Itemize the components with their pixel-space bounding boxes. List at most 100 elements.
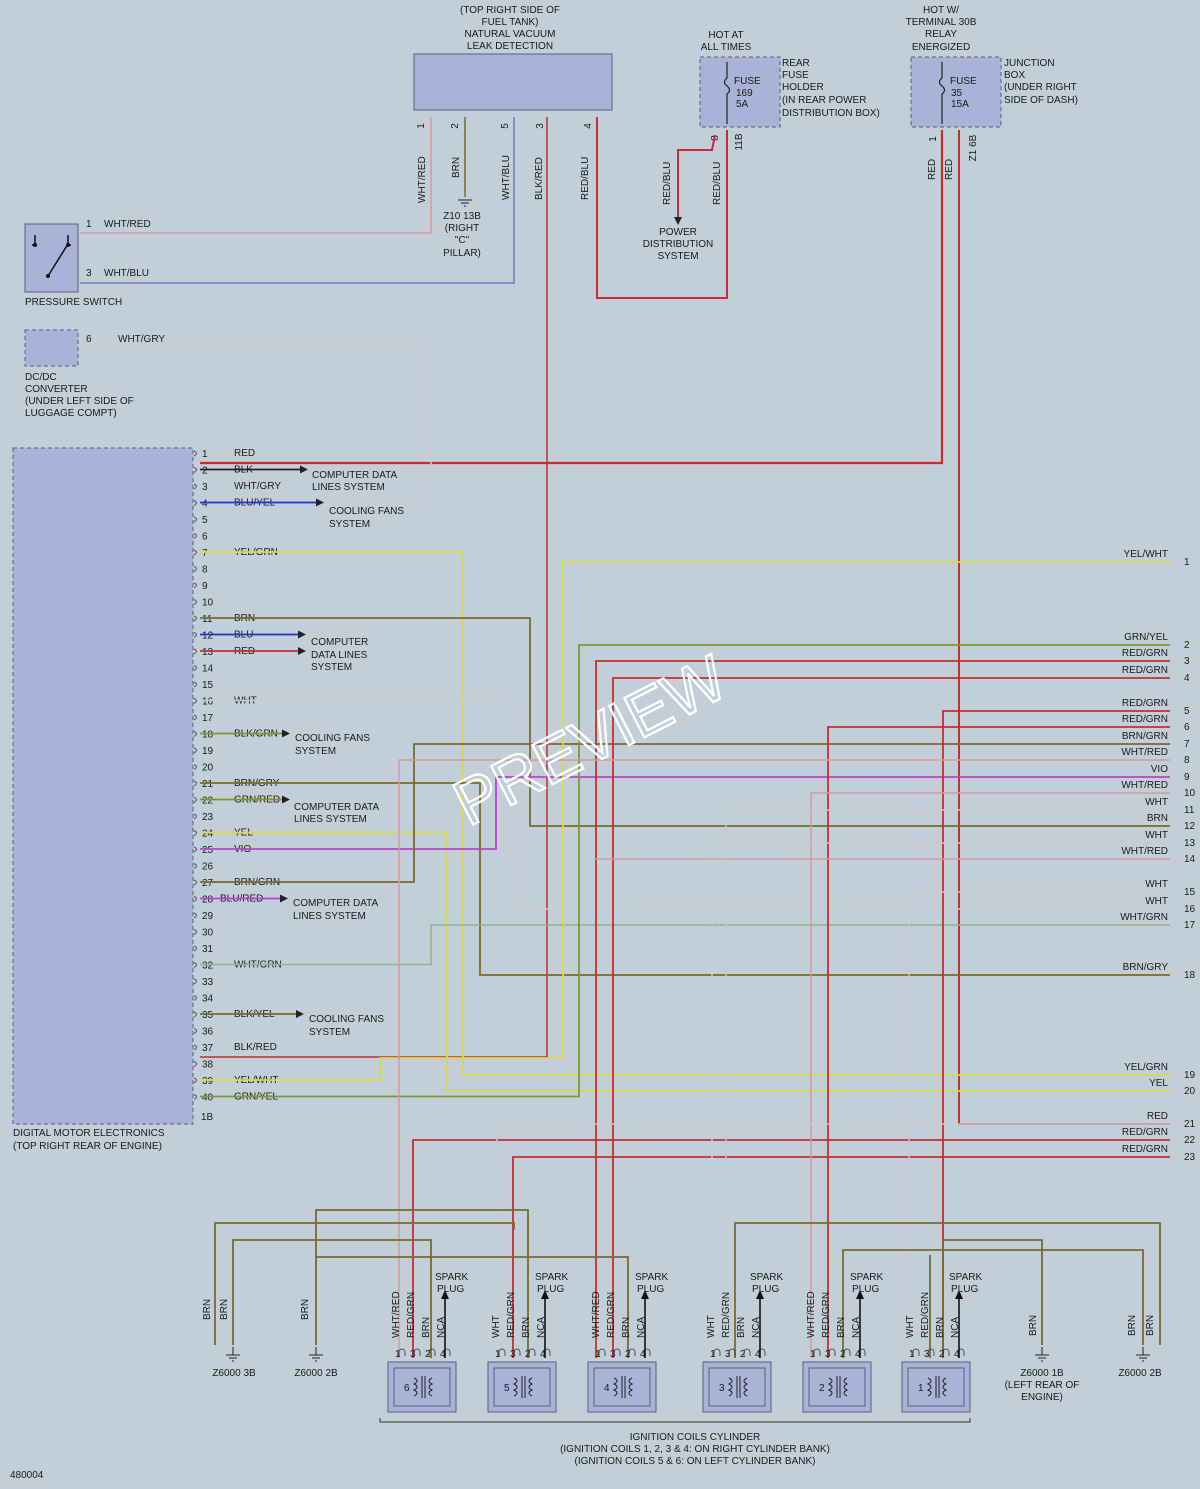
wire-label: RED [944, 159, 955, 180]
wire [200, 831, 1170, 1092]
coil-wire-label: RED/GRN [821, 1292, 832, 1338]
hot-label: TERMINAL 30B [906, 17, 977, 28]
coil-number: 5 [504, 1383, 510, 1394]
wire [200, 644, 1170, 1098]
dcdc-converter: DC/DC CONVERTER (UNDER LEFT SIDE OF LUGG… [24, 329, 165, 419]
dme-pin-15: 15 [202, 680, 214, 691]
wire [80, 117, 432, 234]
nvld-label-3: NATURAL VACUUM [465, 29, 556, 40]
right-wire-number: 19 [1184, 1070, 1196, 1081]
ground-label: Z6000 2B [294, 1368, 338, 1379]
pin-terminal [193, 549, 197, 556]
coil-pin: 1 [810, 1349, 816, 1360]
dme-pin-7: 7 [202, 548, 208, 559]
dcdc-label: CONVERTER [25, 384, 88, 395]
dme-label: DIGITAL MOTOR ELECTRONICS [13, 1128, 165, 1139]
nvld-label-1: (TOP RIGHT SIDE OF [460, 5, 560, 16]
nvld-module: (TOP RIGHT SIDE OF FUEL TANK) NATURAL VA… [413, 5, 613, 203]
spark-plug-label: SPARK [850, 1272, 883, 1283]
coil-pin: 3 [410, 1349, 416, 1360]
coil-number: 4 [604, 1383, 610, 1394]
pin-terminal [193, 1011, 197, 1018]
pin-terminal [813, 1348, 821, 1356]
coil-icon [612, 1376, 634, 1398]
wire-label: WHT/RED [417, 156, 428, 203]
right-wire-number: 23 [1184, 1152, 1196, 1163]
ground-icon [1035, 1347, 1049, 1362]
dcdc-label: LUGGAGE COMPT) [25, 408, 117, 419]
wire-label: WHT/RED [104, 219, 151, 230]
coil-number: 2 [819, 1383, 825, 1394]
spark-plug-label: PLUG [537, 1284, 564, 1295]
arrow-icon [300, 465, 308, 474]
fuse-label: FUSE [950, 76, 977, 87]
wire [612, 677, 1170, 1358]
dme-pin-13: 13 [202, 647, 214, 658]
dcdc-pin: 6 [86, 334, 92, 345]
coil-pin: 3 [825, 1349, 831, 1360]
dme-pin-26: 26 [202, 862, 214, 873]
right-wire-label: YEL [1149, 1078, 1168, 1089]
right-wire-number: 2 [1184, 640, 1190, 651]
wire-label: BRN [219, 1299, 230, 1320]
wire-label: BRN [202, 1299, 213, 1320]
right-wire-number: 22 [1184, 1135, 1196, 1146]
hot-label: ALL TIMES [701, 42, 752, 53]
caption-line: (IGNITION COILS 5 & 6: ON LEFT CYLINDER … [575, 1456, 816, 1467]
wire [496, 1123, 1170, 1358]
pin-terminal [957, 1348, 965, 1356]
coil-pin: 3 [610, 1349, 616, 1360]
arrow-icon [316, 498, 324, 507]
coil-wire-label: BRN [421, 1317, 432, 1338]
dme-pin-34: 34 [202, 994, 214, 1005]
wire [200, 743, 1170, 883]
rear-fuse-holder: HOT AT ALL TIMES FUSE 169 5A REAR FUSE H… [643, 30, 880, 262]
dme-pin-2: 2 [202, 466, 208, 477]
wire-label: RED [927, 159, 938, 180]
coil-number: 6 [404, 1383, 410, 1394]
system-label: COMPUTER DATA [312, 470, 398, 481]
dme-pin-9: 9 [202, 581, 208, 592]
spark-plug-label: PLUG [637, 1284, 664, 1295]
right-wire-number: 3 [1184, 656, 1190, 667]
coil-pin: 1 [395, 1349, 401, 1360]
dme-pin-32: 32 [202, 961, 214, 972]
right-wire-number: 11 [1184, 805, 1195, 816]
ground-label: (LEFT REAR OF [1005, 1380, 1080, 1391]
pin-terminal [858, 1348, 866, 1356]
coil-caption: IGNITION COILS CYLINDER (IGNITION COILS … [379, 1418, 971, 1467]
wire [80, 347, 432, 498]
dme-pin-5: 5 [202, 515, 208, 526]
system-label: COMPUTER [311, 637, 368, 648]
wire-label: BRN [1127, 1315, 1138, 1336]
right-wire-label: RED/GRN [1122, 1127, 1168, 1138]
right-wire-labels: YEL/WHT1GRN/YEL2RED/GRN3RED/GRN4RED/GRN5… [1120, 549, 1195, 1163]
pin-terminal [713, 1348, 721, 1356]
pin-terminal [193, 665, 197, 671]
right-wire-label: RED [1147, 1111, 1168, 1122]
coil-wire-label: NCA [950, 1317, 961, 1338]
pressure-switch: PRESSURE SWITCH 1 3 WHT/RED WHT/BLU [24, 219, 151, 308]
pin-terminal [193, 615, 197, 622]
coil-wire-label: NCA [751, 1317, 762, 1338]
right-wire-number: 8 [1184, 755, 1190, 766]
dme-pin-40: 40 [202, 1093, 214, 1104]
spark-plug-label: PLUG [951, 1284, 978, 1295]
pin-terminal [398, 1348, 406, 1356]
dme-pin-29: 29 [202, 911, 214, 922]
system-label: SYSTEM [309, 1027, 350, 1038]
wire [596, 117, 728, 299]
pin-terminal [428, 1348, 436, 1356]
dme-pin-12: 12 [202, 631, 214, 642]
coil-pin: 4 [540, 1349, 546, 1360]
pin-terminal [193, 467, 197, 473]
system-label: DATA LINES [311, 650, 368, 661]
right-wire-label: WHT [1145, 830, 1168, 841]
right-wire-label: VIO [1151, 764, 1168, 775]
fuse-pin: 8 [710, 135, 721, 141]
pin-terminal [193, 995, 197, 1001]
system-label: COOLING FANS [329, 506, 404, 517]
wire [200, 117, 548, 1058]
pin-terminal [543, 1348, 551, 1356]
